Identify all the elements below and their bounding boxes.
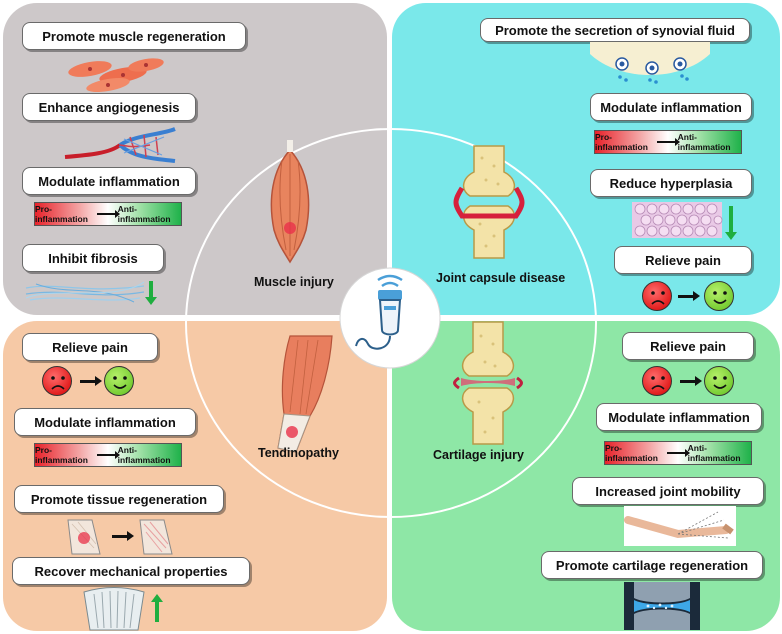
sad-face-icon bbox=[642, 366, 672, 396]
effect-promote-synovial-secretion: Promote the secretion of synovial fluid bbox=[480, 18, 750, 42]
effect-modulate-inflammation-tendon: Modulate inflammation bbox=[14, 408, 196, 436]
effect-modulate-inflammation-joint: Modulate inflammation bbox=[590, 93, 752, 121]
anti-inflammation-label: Anti-inflammation bbox=[117, 445, 171, 465]
inflammation-gradient-bar: Pro-inflammation Anti-inflammation bbox=[34, 202, 182, 226]
blood-vessel-network-icon bbox=[64, 127, 176, 163]
decrease-arrow-icon bbox=[725, 206, 737, 240]
effect-reduce-hyperplasia: Reduce hyperplasia bbox=[590, 169, 752, 197]
fibrous-tissue-icon bbox=[25, 281, 145, 303]
effect-inhibit-fibrosis: Inhibit fibrosis bbox=[22, 244, 164, 272]
effect-modulate-inflammation: Modulate inflammation bbox=[22, 167, 196, 195]
synovial-cells-icon bbox=[590, 42, 710, 84]
happy-face-icon bbox=[104, 366, 134, 396]
arrow-icon bbox=[112, 531, 134, 541]
hyperplasia-tissue-icon bbox=[632, 202, 723, 238]
arrow-icon bbox=[80, 376, 102, 386]
anti-inflammation-label: Anti-inflammation bbox=[687, 443, 741, 463]
happy-face-icon bbox=[704, 281, 734, 311]
arrow-icon bbox=[667, 449, 690, 457]
effect-modulate-inflammation-cartilage: Modulate inflammation bbox=[596, 403, 762, 431]
inflammation-gradient-bar: Pro-inflammation Anti-inflammation bbox=[34, 443, 182, 467]
cartilage-injury-title: Cartilage injury bbox=[433, 448, 524, 462]
knee-joint-capsule-icon bbox=[453, 145, 525, 259]
happy-face-icon bbox=[704, 366, 734, 396]
center-ring bbox=[185, 128, 597, 518]
sad-face-icon bbox=[42, 366, 72, 396]
effect-relieve-pain-cartilage: Relieve pain bbox=[622, 332, 754, 360]
arrow-icon bbox=[680, 376, 702, 386]
arrow-icon bbox=[657, 138, 680, 146]
muscle-icon bbox=[270, 140, 310, 264]
anti-inflammation-label: Anti-inflammation bbox=[677, 132, 731, 152]
effect-promote-cartilage-regeneration: Promote cartilage regeneration bbox=[541, 551, 763, 579]
pro-inflammation-label: Pro-inflammation bbox=[605, 443, 658, 463]
cartilage-xray-icon bbox=[624, 582, 700, 630]
muscle-cells-icon bbox=[68, 58, 164, 93]
pro-inflammation-label: Pro-inflammation bbox=[35, 445, 88, 465]
decrease-arrow-icon bbox=[145, 281, 157, 305]
effect-increased-joint-mobility: Increased joint mobility bbox=[572, 477, 764, 505]
arrow-icon bbox=[97, 210, 120, 218]
knee-cartilage-icon bbox=[453, 321, 523, 445]
tendon-fibers-icon bbox=[83, 587, 145, 631]
effect-relieve-pain-joint: Relieve pain bbox=[614, 246, 752, 274]
effect-relieve-pain-tendon: Relieve pain bbox=[22, 333, 158, 361]
tendon-regeneration-icon bbox=[67, 519, 173, 555]
effect-promote-tissue-regeneration: Promote tissue regeneration bbox=[14, 485, 224, 513]
arrow-icon bbox=[97, 451, 120, 459]
increase-arrow-icon bbox=[151, 594, 163, 622]
muscle-injury-title: Muscle injury bbox=[254, 275, 334, 289]
tendon-icon bbox=[277, 335, 333, 453]
ultrasound-transducer-icon bbox=[339, 267, 441, 369]
joint-capsule-disease-title: Joint capsule disease bbox=[436, 271, 566, 285]
sad-face-icon bbox=[642, 281, 672, 311]
arrow-icon bbox=[678, 291, 700, 301]
inflammation-gradient-bar: Pro-inflammation Anti-inflammation bbox=[594, 130, 742, 154]
leg-mobility-icon bbox=[624, 506, 736, 546]
inflammation-gradient-bar: Pro-inflammation Anti-inflammation bbox=[604, 441, 752, 465]
effect-recover-mechanical-properties: Recover mechanical properties bbox=[12, 557, 250, 585]
effect-enhance-angiogenesis: Enhance angiogenesis bbox=[22, 93, 196, 121]
anti-inflammation-label: Anti-inflammation bbox=[117, 204, 171, 224]
pro-inflammation-label: Pro-inflammation bbox=[35, 204, 88, 224]
tendinopathy-title: Tendinopathy bbox=[258, 446, 340, 460]
effect-promote-muscle-regeneration: Promote muscle regeneration bbox=[22, 22, 246, 50]
pro-inflammation-label: Pro-inflammation bbox=[595, 132, 648, 152]
